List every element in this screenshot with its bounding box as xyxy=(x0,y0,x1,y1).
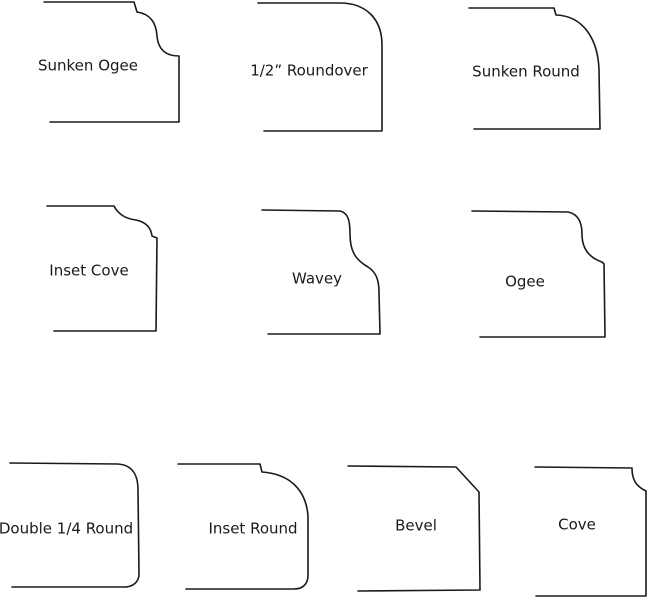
ogee-outline xyxy=(471,210,606,338)
profile-wavey: Wavey xyxy=(261,209,381,335)
half-inch-roundover-label: 1/2” Roundover xyxy=(250,62,368,80)
inset-round-label: Inset Round xyxy=(208,520,297,538)
sunken-ogee-outline xyxy=(43,1,180,123)
cove-label: Cove xyxy=(558,516,596,534)
profile-ogee: Ogee xyxy=(471,210,606,338)
inset-cove-label: Inset Cove xyxy=(49,262,128,280)
cove-outline xyxy=(534,466,647,597)
ogee-label: Ogee xyxy=(505,273,545,291)
wavey-outline xyxy=(261,209,381,335)
sunken-round-outline xyxy=(468,7,601,130)
double-quarter-round-outline xyxy=(9,462,140,588)
profile-inset-cove: Inset Cove xyxy=(46,205,158,332)
wavey-label: Wavey xyxy=(292,270,342,288)
profile-half-inch-roundover: 1/2” Roundover xyxy=(250,2,383,132)
profile-bevel: Bevel xyxy=(347,465,481,592)
inset-cove-outline xyxy=(46,205,158,332)
profile-double-quarter-round: Double 1/4 Round xyxy=(0,462,140,588)
profile-cove: Cove xyxy=(534,466,647,597)
double-quarter-round-label: Double 1/4 Round xyxy=(0,520,133,538)
sunken-ogee-label: Sunken Ogee xyxy=(38,57,138,75)
profile-sunken-round: Sunken Round xyxy=(468,7,601,130)
bevel-label: Bevel xyxy=(395,517,437,535)
inset-round-outline xyxy=(177,463,309,590)
sunken-round-label: Sunken Round xyxy=(472,63,580,81)
profile-sunken-ogee: Sunken Ogee xyxy=(38,1,180,123)
half-inch-roundover-outline xyxy=(257,2,383,132)
bevel-outline xyxy=(347,465,481,592)
profile-inset-round: Inset Round xyxy=(177,463,309,590)
